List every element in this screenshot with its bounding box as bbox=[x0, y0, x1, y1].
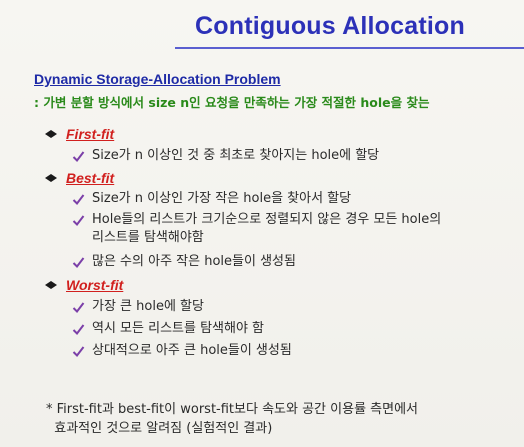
checkmark-icon bbox=[72, 302, 85, 314]
item-text: Size가 n 이상인 가장 작은 hole을 찾아서 할당 bbox=[92, 191, 352, 206]
footnote: * First-fit과 best-fit이 worst-fit보다 속도와 공… bbox=[46, 400, 418, 438]
bullet-label: First-fit bbox=[66, 126, 115, 142]
item-text: Size가 n 이상인 것 중 최초로 찾아지는 hole에 할당 bbox=[92, 148, 380, 163]
section-heading: Dynamic Storage-Allocation Problem bbox=[34, 71, 281, 87]
section-subtitle: : 가변 분할 방식에서 size n인 요청을 만족하는 가장 적절한 hol… bbox=[34, 95, 430, 110]
bullet-first-fit: First-fit bbox=[44, 126, 114, 142]
title-underline-rule bbox=[175, 47, 524, 49]
item-text: 역시 모든 리스트를 탐색해야 함 bbox=[92, 321, 265, 336]
item-text: 가장 큰 hole에 할당 bbox=[92, 299, 204, 314]
item-line: Hole들의 리스트가 크기순으로 정렬되지 않은 경우 모든 hole의 bbox=[92, 212, 442, 227]
list-item: Hole들의 리스트가 크기순으로 정렬되지 않은 경우 모든 hole의 리스… bbox=[72, 211, 441, 247]
list-item: 역시 모든 리스트를 탐색해야 함 bbox=[72, 320, 264, 338]
list-item: 많은 수의 아주 작은 hole들이 생성됨 bbox=[72, 253, 296, 271]
list-item: 가장 큰 hole에 할당 bbox=[72, 298, 204, 316]
checkmark-icon bbox=[72, 257, 85, 269]
item-line: 리스트를 탐색해야함 bbox=[92, 230, 204, 245]
checkmark-icon bbox=[72, 346, 85, 358]
bullet-worst-fit: Worst-fit bbox=[44, 277, 123, 293]
slide-title: Contiguous Allocation bbox=[195, 12, 465, 40]
footnote-line: 효과적인 것으로 알려짐 (실험적인 결과) bbox=[46, 421, 273, 436]
bullet-label: Worst-fit bbox=[66, 277, 124, 293]
bullet-label: Best-fit bbox=[66, 170, 115, 186]
item-text: Hole들의 리스트가 크기순으로 정렬되지 않은 경우 모든 hole의 리스… bbox=[92, 211, 441, 247]
checkmark-icon bbox=[72, 324, 85, 336]
item-text: 많은 수의 아주 작은 hole들이 생성됨 bbox=[92, 254, 296, 269]
diamond-bullet-icon bbox=[45, 174, 57, 182]
checkmark-icon bbox=[72, 194, 85, 206]
list-item: Size가 n 이상인 것 중 최초로 찾아지는 hole에 할당 bbox=[72, 147, 379, 165]
checkmark-icon bbox=[72, 151, 85, 163]
diamond-bullet-icon bbox=[45, 130, 57, 138]
item-text: 상대적으로 아주 큰 hole들이 생성됨 bbox=[92, 343, 292, 358]
checkmark-icon bbox=[72, 215, 85, 227]
footnote-line: * First-fit과 best-fit이 worst-fit보다 속도와 공… bbox=[46, 402, 418, 417]
diamond-bullet-icon bbox=[45, 281, 57, 289]
bullet-best-fit: Best-fit bbox=[44, 170, 114, 186]
list-item: 상대적으로 아주 큰 hole들이 생성됨 bbox=[72, 342, 292, 360]
list-item: Size가 n 이상인 가장 작은 hole을 찾아서 할당 bbox=[72, 190, 351, 208]
